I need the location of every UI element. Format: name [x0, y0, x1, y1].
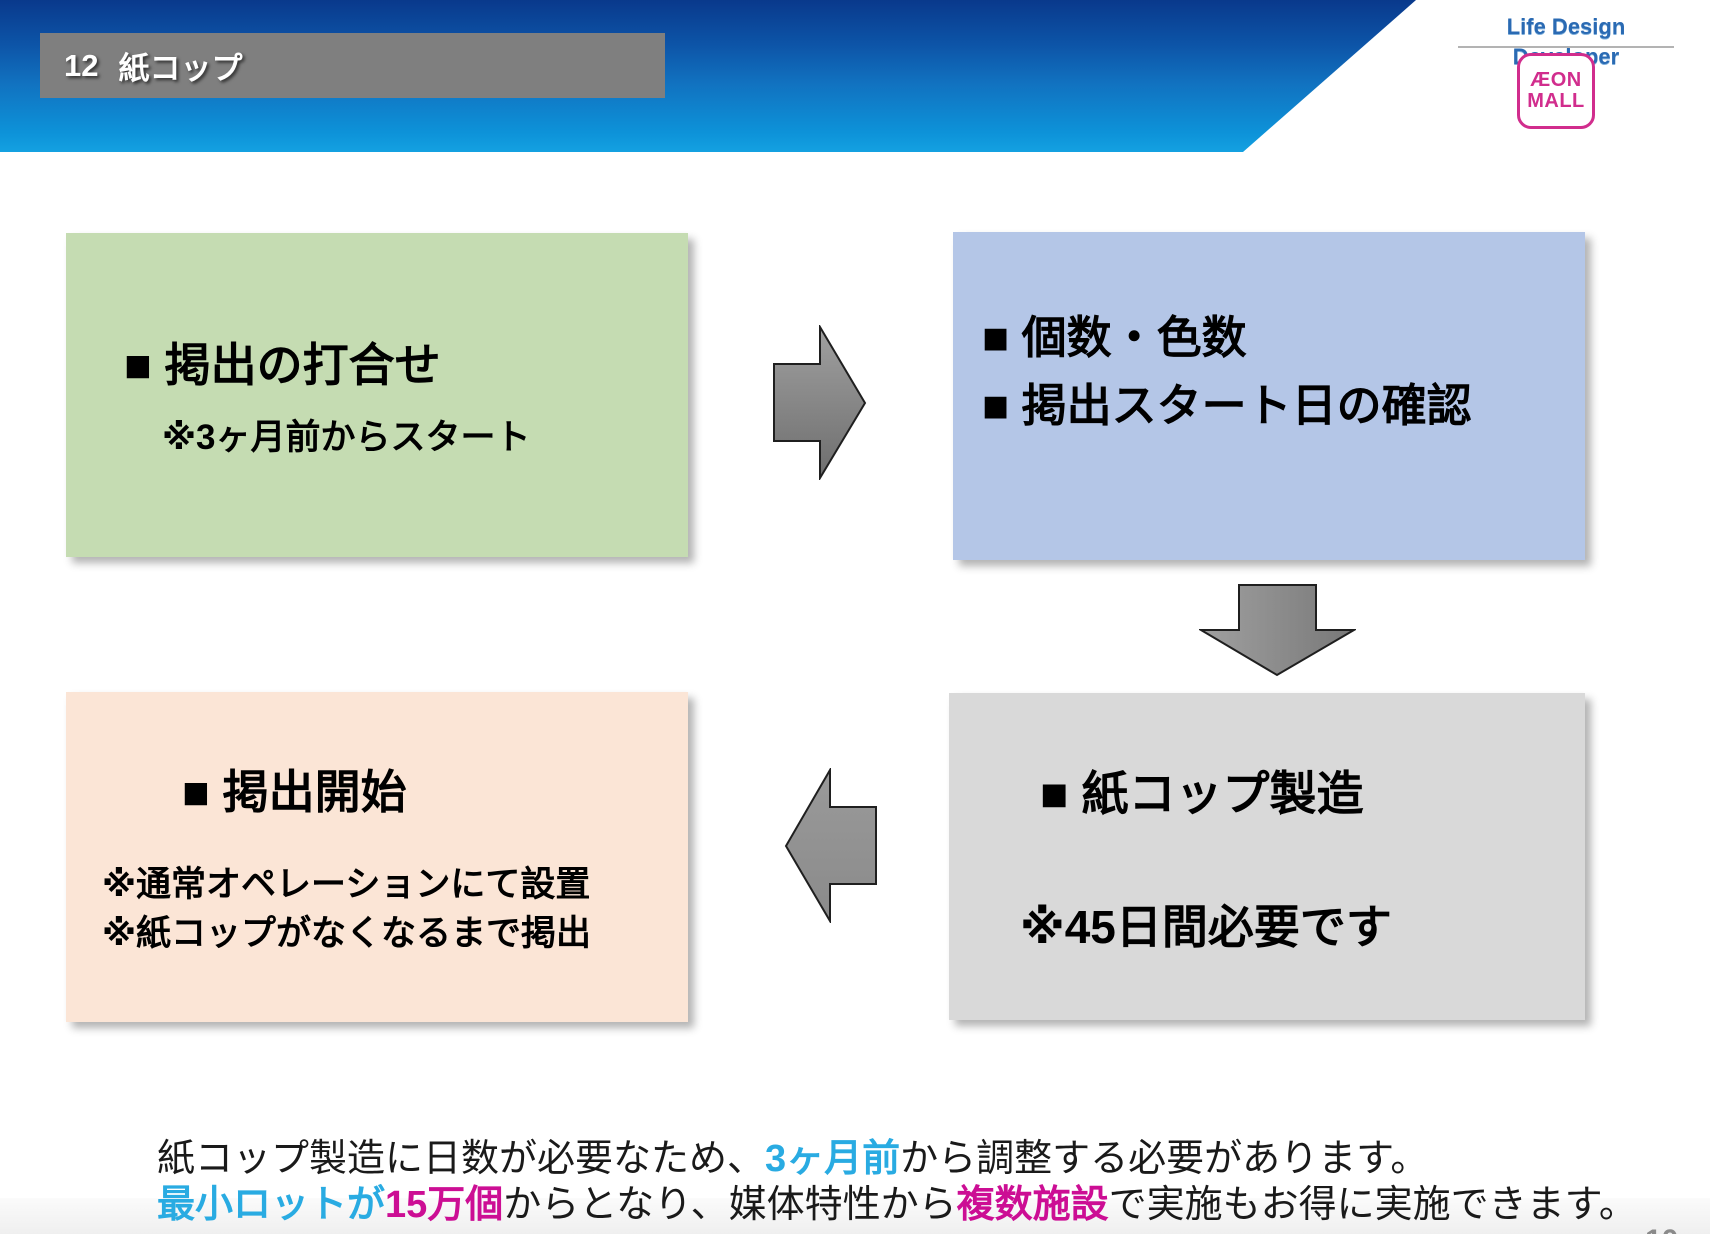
- slide-title-bar: 12 紙コップ: [40, 33, 665, 98]
- flow-box-manufacturing-title: ■ 紙コップ製造: [1040, 767, 1364, 820]
- flow-box-manufacturing-note: ※45日間必要です: [1020, 901, 1392, 953]
- flow-box-posting-start: ■ 掲出開始 ※通常オペレーションにて設置 ※紙コップがなくなるまで掲出: [66, 692, 688, 1022]
- flow-box-quantity-line2: ■ 掲出スタート日の確認: [982, 380, 1472, 431]
- footer-band: [0, 1198, 1710, 1234]
- footer-text-segment: 最小ロットが: [157, 1184, 386, 1226]
- flow-box-posting-note2: ※紙コップがなくなるまで掲出: [102, 914, 592, 953]
- flow-box-quantity-lines: ■ 個数・色数 ■ 掲出スタート日の確認: [982, 304, 1472, 440]
- aeon-mall-logo-line1: ÆON: [1530, 69, 1582, 91]
- footer-text-segment: 複数施設: [956, 1184, 1109, 1226]
- footer-text-segment: から調整する必要があります。: [900, 1138, 1429, 1180]
- slide-number: 12: [64, 47, 99, 83]
- footer-text-segment: 3ヶ月前: [765, 1138, 901, 1180]
- footer-text-segment: からとなり、媒体特性から: [503, 1184, 957, 1226]
- flow-box-meeting-title: ■ 掲出の打合せ: [124, 339, 441, 391]
- footer-text-segment: 15万個: [385, 1184, 504, 1226]
- arrow-right-icon: [773, 325, 867, 480]
- flow-box-quantity-line1: ■ 個数・色数: [982, 312, 1247, 363]
- flow-box-posting-note1: ※通常オペレーションにて設置: [102, 865, 591, 904]
- life-design-developer-logo: Life Design Developer: [1458, 12, 1674, 69]
- header-banner: 12 紙コップ: [0, 0, 1416, 152]
- aeon-mall-logo: ÆON MALL: [1517, 53, 1595, 129]
- page-number: 10: [1645, 1224, 1678, 1234]
- arrow-down-icon: [1199, 584, 1356, 677]
- flow-box-manufacturing: ■ 紙コップ製造 ※45日間必要です: [949, 693, 1585, 1020]
- flow-box-meeting: ■ 掲出の打合せ ※3ヶ月前からスタート: [66, 233, 688, 557]
- aeon-mall-logo-line2: MALL: [1527, 90, 1585, 112]
- footer-text-line2: 最小ロットが15万個からとなり、媒体特性から複数施設で実施もお得に実施できます。: [157, 1173, 1637, 1228]
- flow-box-posting-title: ■ 掲出開始: [182, 766, 407, 818]
- flow-box-posting-notes: ※通常オペレーションにて設置 ※紙コップがなくなるまで掲出: [102, 860, 591, 958]
- slide-title: 紙コップ: [118, 51, 243, 86]
- footer-text-segment: 紙コップ製造に日数が必要なため、: [157, 1138, 766, 1180]
- footer-text-line1: 紙コップ製造に日数が必要なため、3ヶ月前から調整する必要があります。: [157, 1127, 1428, 1182]
- flow-box-quantity-confirm: ■ 個数・色数 ■ 掲出スタート日の確認: [953, 232, 1585, 560]
- flow-box-meeting-note: ※3ヶ月前からスタート: [162, 418, 531, 457]
- footer-text-segment: で実施もお得に実施できます。: [1108, 1184, 1637, 1226]
- arrow-left-icon: [784, 768, 877, 923]
